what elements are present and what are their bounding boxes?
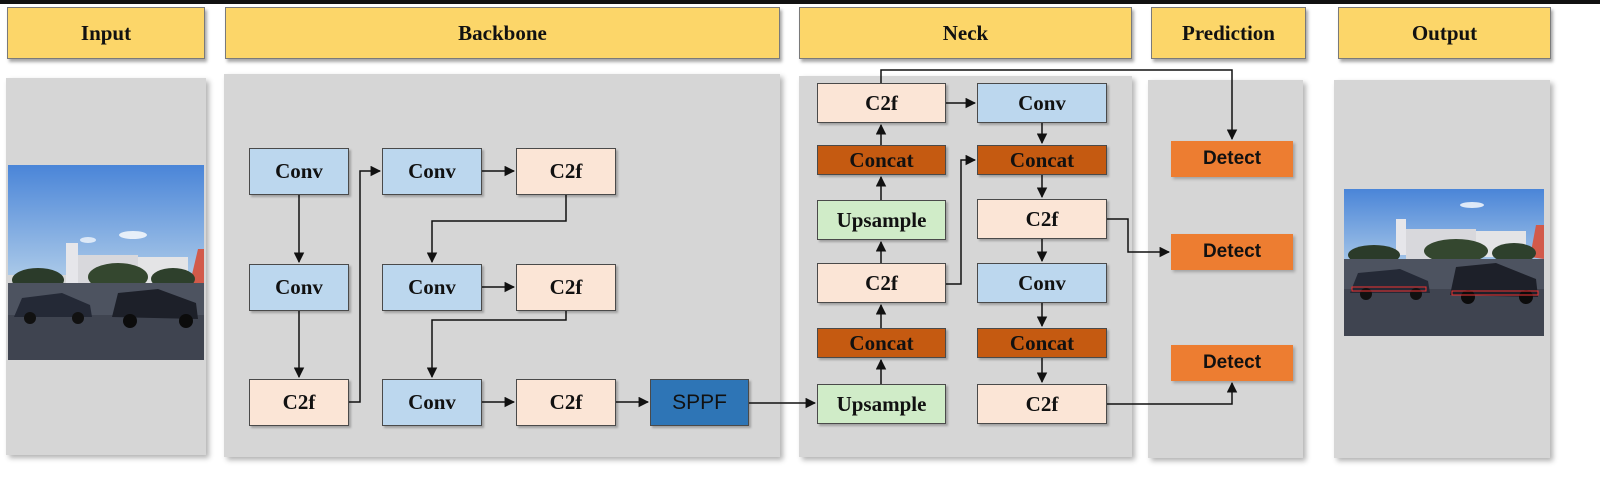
arrow-c2f3-conv5 [426,311,567,379]
detect-head-3: Detect [1171,345,1293,381]
neck-left-c2f-mid: C2f [817,263,946,303]
top-border-line [0,0,1600,4]
detect-head-1: Detect [1171,141,1293,177]
arrow-c2f1-detect2 [1107,218,1171,258]
backbone-conv-1: Conv [249,148,349,195]
backbone-c2f-3: C2f [516,264,616,311]
backbone-c2f-2: C2f [516,148,616,195]
header-backbone: Backbone [225,7,780,59]
header-output: Output [1338,7,1551,59]
input-image [8,165,204,360]
neck-right-conv-top: Conv [977,83,1107,123]
backbone-conv-3: Conv [382,148,482,195]
arrow-c2ftop-detect1 [880,69,1238,141]
neck-right-concat-1: Concat [977,145,1107,175]
neck-right-c2f-1: C2f [977,199,1107,239]
backbone-conv-5: Conv [382,379,482,426]
arrow-c2fmid-concat [946,154,977,285]
backbone-conv-4: Conv [382,264,482,311]
neck-left-upsample-2: Upsample [817,384,946,424]
neck-left-c2f-top: C2f [817,83,946,123]
neck-left-concat-1: Concat [817,145,946,175]
neck-left-upsample-1: Upsample [817,200,946,240]
neck-right-c2f-2: C2f [977,384,1107,424]
backbone-conv-2: Conv [249,264,349,311]
neck-left-concat-2: Concat [817,328,946,358]
backbone-c2f-1: C2f [249,379,349,426]
backbone-c2f-4: C2f [516,379,616,426]
detect-head-2: Detect [1171,234,1293,270]
header-prediction: Prediction [1151,7,1306,59]
output-image [1344,189,1544,336]
neck-right-conv-mid: Conv [977,263,1107,303]
backbone-sppf: SPPF [650,379,749,426]
arrow-c2f2-conv4 [426,195,567,264]
header-neck: Neck [799,7,1132,59]
header-input: Input [7,7,205,59]
arrow-c2f1-conv3 [349,165,382,403]
neck-right-concat-2: Concat [977,328,1107,358]
arrow-c2f2-detect3 [1107,381,1238,405]
